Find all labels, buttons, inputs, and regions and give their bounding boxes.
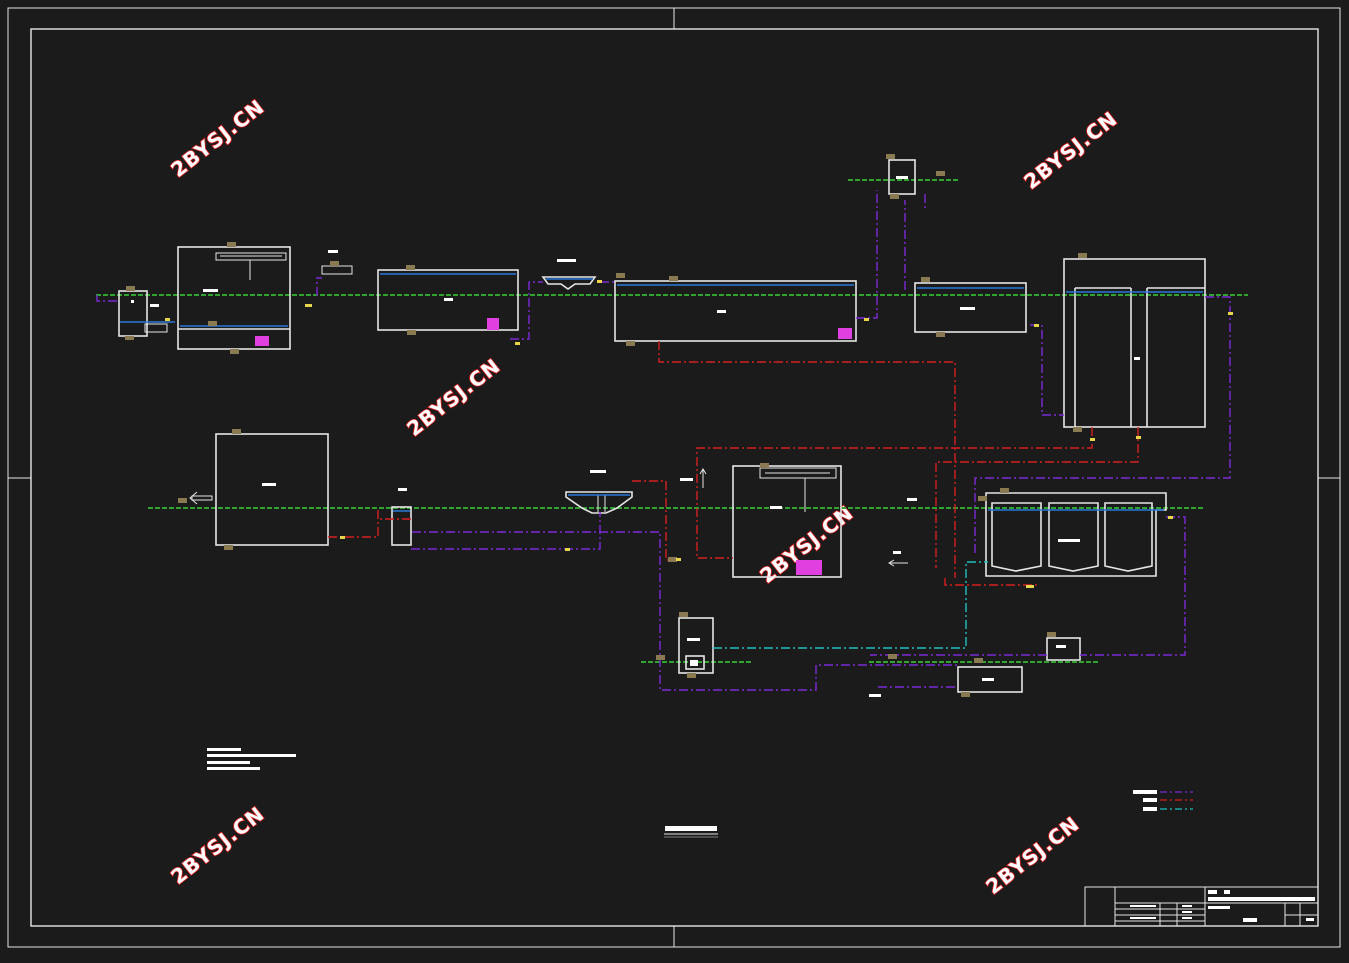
drawing-caption — [664, 826, 718, 838]
watermark: 2BYSJ.CN — [166, 94, 269, 182]
watermark: 2BYSJ.CN — [166, 801, 269, 889]
sludge-thickener — [732, 465, 842, 578]
flow-arrows — [189, 468, 908, 567]
pump-icon — [796, 560, 822, 575]
biological-reactor — [614, 280, 857, 342]
flow-markers — [165, 280, 1233, 588]
sludge-pipes — [96, 190, 1231, 691]
sludge-storage — [957, 666, 1023, 693]
lower-process-line — [215, 433, 1167, 693]
pump-icon — [255, 336, 269, 346]
filter-building — [1063, 258, 1206, 428]
dosing-tank-top — [888, 159, 916, 195]
label-blocks — [131, 176, 1140, 697]
upper-process-line — [118, 159, 1206, 428]
notes-block — [207, 748, 296, 770]
watermark: 2BYSJ.CN — [1019, 106, 1122, 194]
sbr-tanks — [985, 492, 1167, 577]
dosing-tank-bottom — [1046, 637, 1081, 661]
pump-icon — [838, 328, 852, 339]
title-block — [1084, 886, 1319, 927]
clear-water-tank — [215, 433, 329, 546]
watermark: 2BYSJ.CN — [981, 811, 1084, 899]
dosing-pipes — [713, 561, 988, 649]
secondary-clarifier — [565, 491, 633, 514]
outlet-well — [391, 506, 412, 546]
supports — [125, 154, 1087, 697]
pipe-legend — [1133, 790, 1193, 811]
drawing-frame — [7, 7, 1341, 948]
screen-chamber — [118, 290, 148, 337]
water-levels — [120, 273, 1203, 512]
equalization-tank — [377, 269, 519, 331]
grit-tank — [177, 246, 291, 350]
watermark: 2BYSJ.CN — [402, 353, 505, 441]
pump-icon — [487, 318, 499, 330]
primary-weir — [541, 276, 597, 290]
pumps — [255, 318, 852, 575]
intermediate-tank — [914, 282, 1027, 333]
